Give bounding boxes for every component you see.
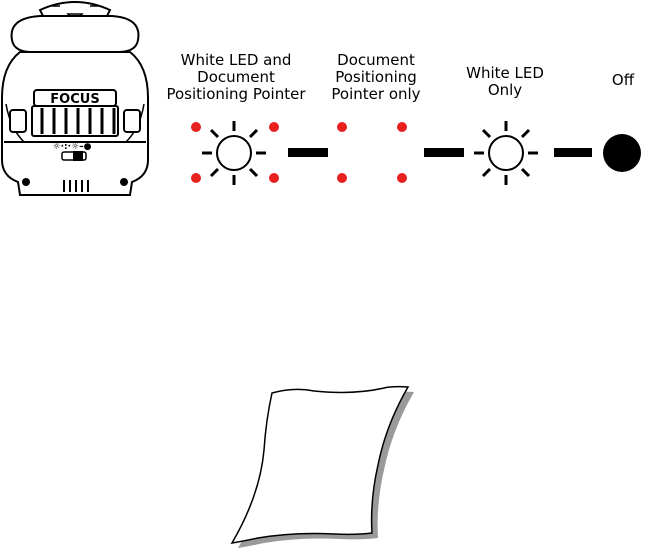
connector-bar: [288, 148, 328, 157]
off-indicator-icon: [603, 134, 641, 172]
white-led-icon: [474, 121, 538, 185]
white-led-icon: [202, 121, 266, 185]
mode-led-only: [474, 121, 538, 185]
document-paper-icon: [232, 387, 414, 548]
connector-bar: [554, 148, 592, 157]
mode-led-and-pointer: [191, 121, 279, 185]
brand-label: FOCUS: [50, 92, 99, 107]
switch-symbols: ☼·:·☼–●: [53, 142, 92, 152]
connector-bar: [424, 148, 464, 157]
mode-pointer-only: [337, 122, 407, 183]
pointer-dot-icon: [337, 122, 407, 183]
